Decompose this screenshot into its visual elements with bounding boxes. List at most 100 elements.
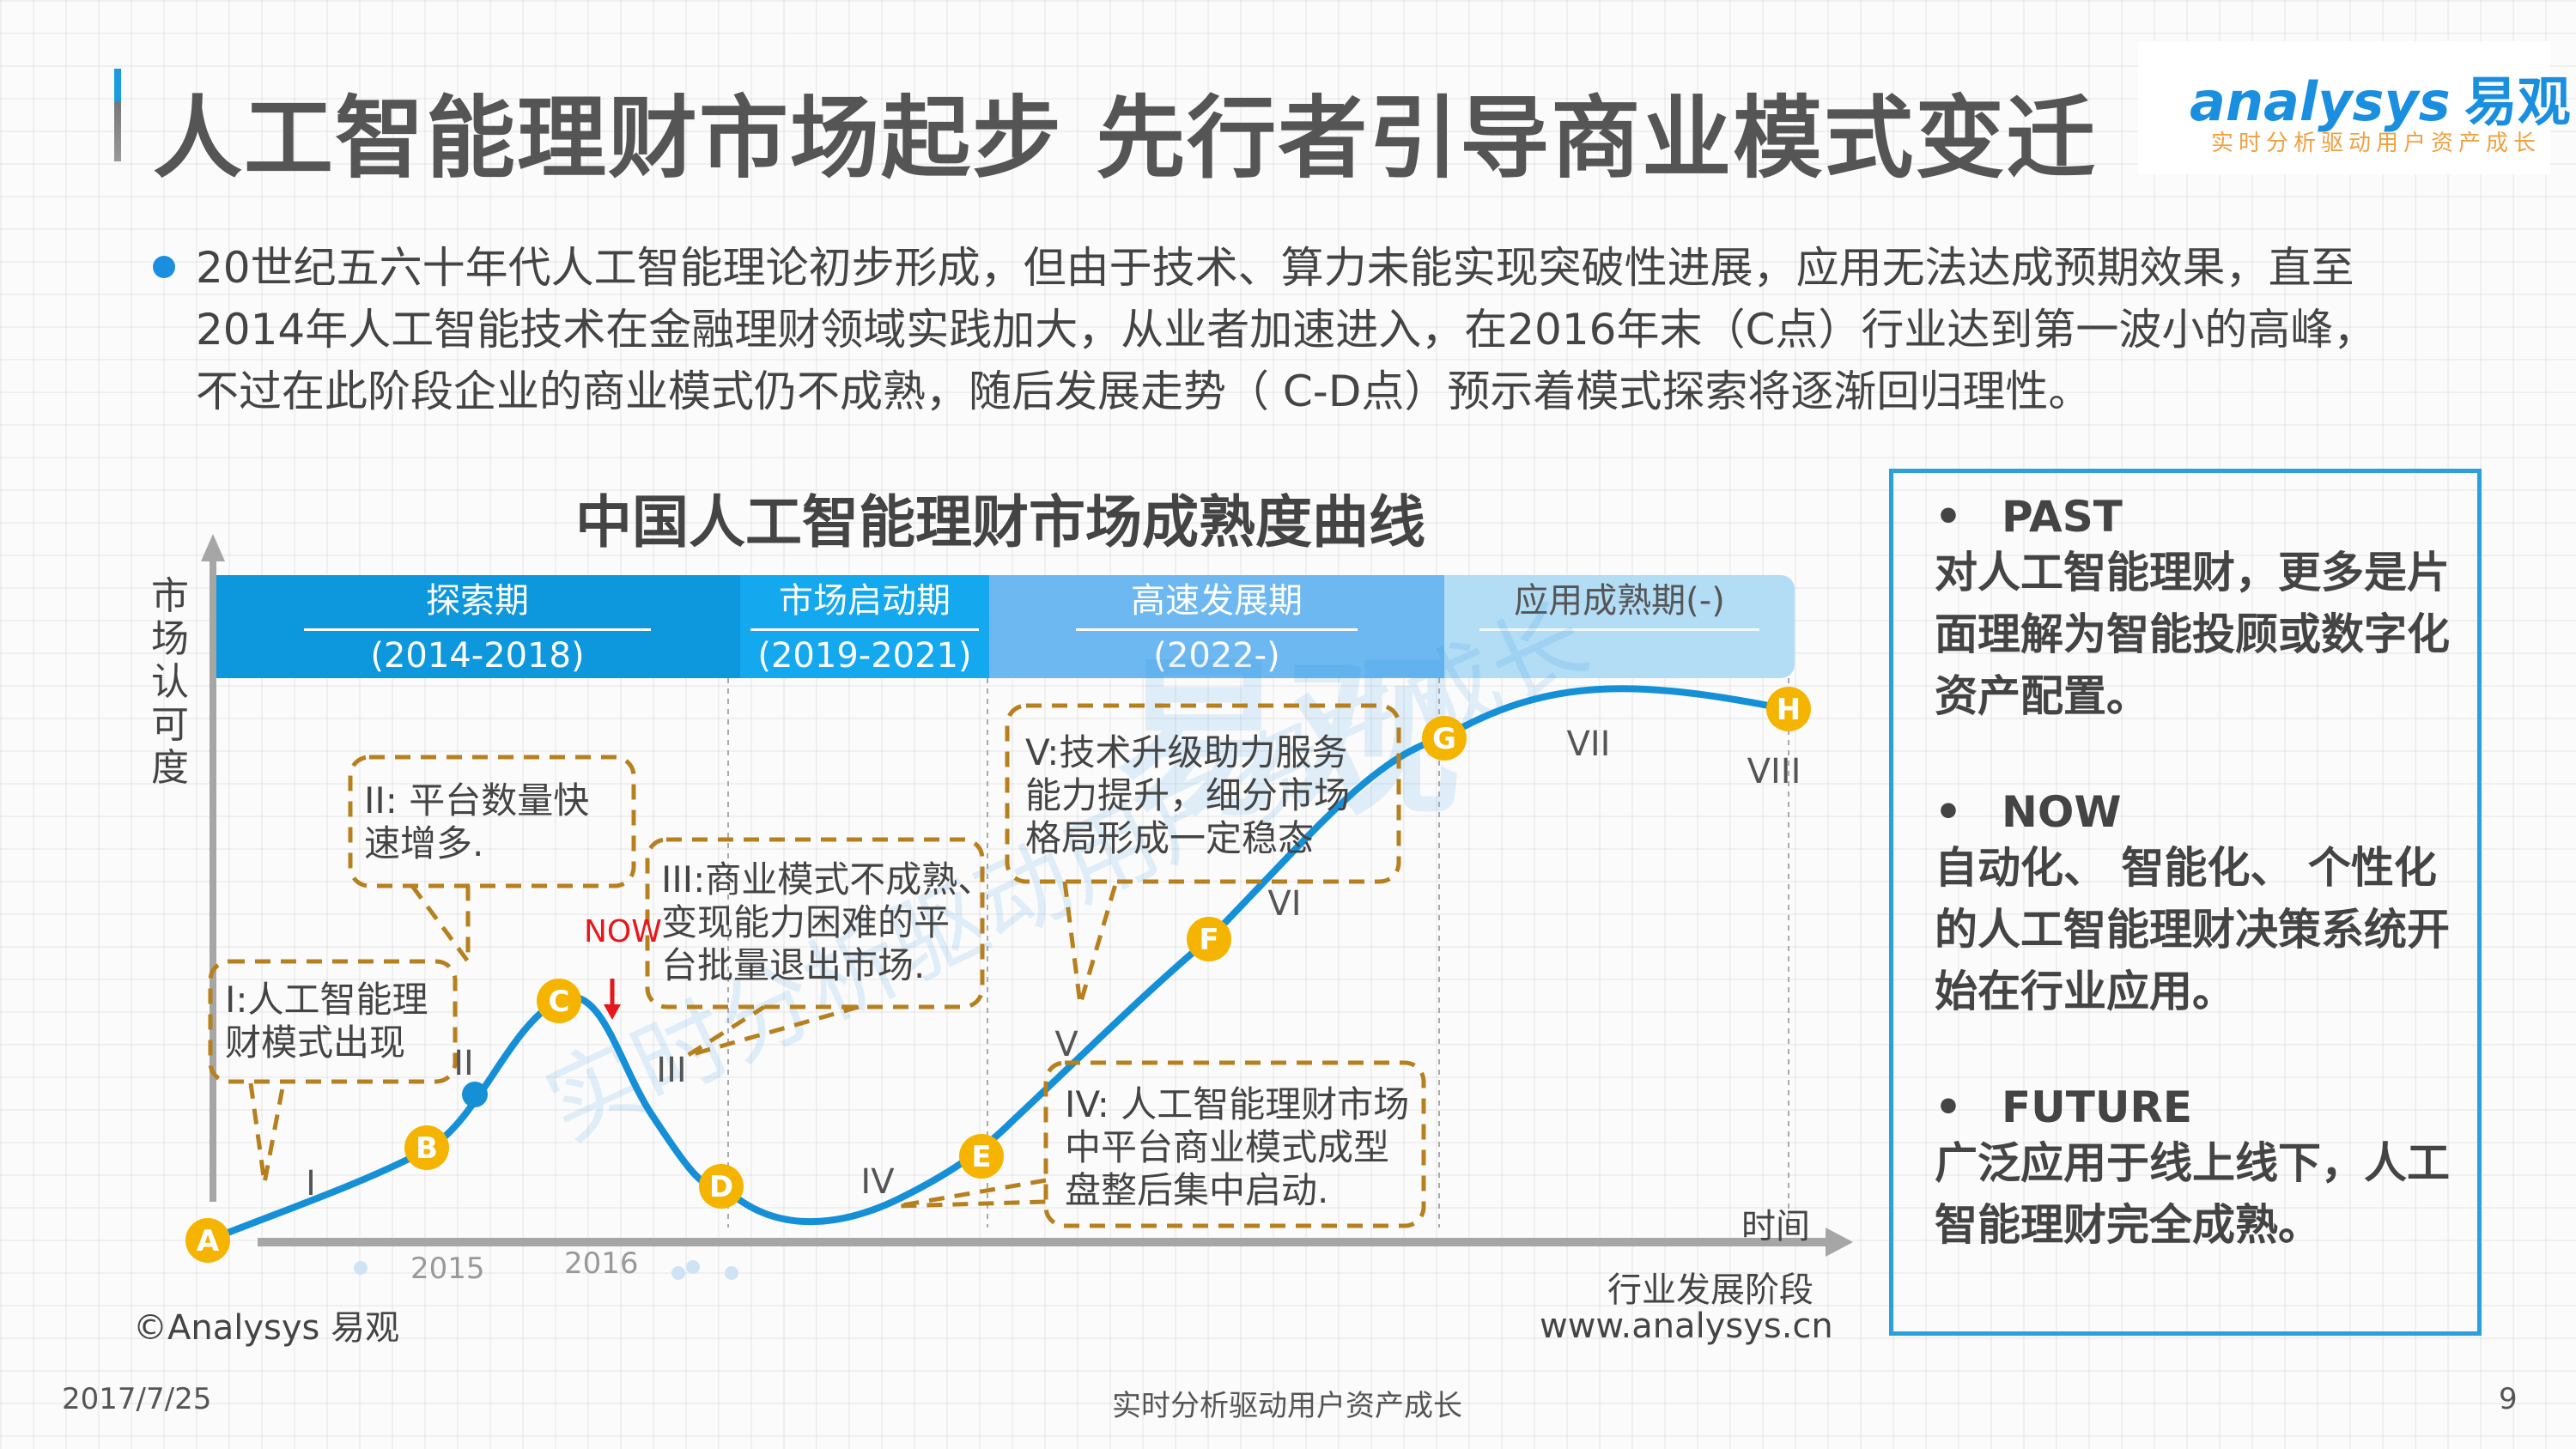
logo-cn: 易观 <box>2464 70 2571 133</box>
callout-line: V:技术升级助力服务 <box>1025 731 1348 773</box>
phase-rapid-growth: 高速发展期 (2022-) <box>989 575 1444 678</box>
year-tick-2015: 2015 <box>410 1252 485 1286</box>
callout-line: 速增多. <box>364 822 484 864</box>
phase-launch: 市场启动期 (2019-2021) <box>740 575 989 678</box>
phase-divider <box>304 628 651 631</box>
callout-I: I:人工智能理 财模式出现 <box>225 979 428 1064</box>
phase-divider <box>750 628 980 631</box>
footer-date: 2017/7/25 <box>62 1382 212 1416</box>
title-accent-bar <box>114 69 121 161</box>
section-text-future: 广泛应用于线上线下，人工智能理财完全成熟。 <box>1935 1138 2450 1250</box>
heading-text: PAST <box>2001 492 2123 542</box>
y-axis-label-char: 度 <box>151 746 189 790</box>
point-F: F <box>1187 917 1231 961</box>
point-B: B <box>404 1125 449 1170</box>
point-E: E <box>959 1134 1004 1179</box>
point-G: G <box>1422 716 1467 761</box>
past-now-future-panel: • PAST 对人工智能理财，更多是片面理解为智能投顾或数字化资产配置。 • NOW… <box>1889 469 2482 1336</box>
callout-line: 盘整后集中启动. <box>1065 1169 1329 1211</box>
point-H: H <box>1766 687 1811 731</box>
y-axis-label-char: 可 <box>151 703 189 747</box>
callout-line: III:商业模式不成熟、 <box>661 858 994 900</box>
svg-text:C: C <box>549 985 570 1019</box>
stage-VIII: VIII <box>1747 752 1801 791</box>
x-axis-sublabel: 行业发展阶段 <box>1607 1270 1814 1310</box>
callout-outlines <box>208 703 1426 1228</box>
svg-text:G: G <box>1432 722 1456 756</box>
curve-marker <box>462 1082 488 1107</box>
callout-line: IV: 人工智能理财市场 <box>1065 1083 1410 1125</box>
svg-text:易观: 易观 <box>1116 640 1460 840</box>
heading-text: NOW <box>2001 787 2122 837</box>
now-arrow-icon <box>604 979 621 1020</box>
page-title: 人工智能理财市场起步 先行者引导商业模式变迁 <box>153 86 2098 191</box>
point-A: A <box>185 1218 230 1263</box>
stage-III: III <box>656 1051 686 1090</box>
stage-V: V <box>1054 1025 1078 1064</box>
phase-name: 应用成熟期(-) <box>1514 581 1725 621</box>
stage-IV: IV <box>860 1162 895 1202</box>
stage-VII: VII <box>1567 724 1611 764</box>
stage-VI: VI <box>1267 884 1301 924</box>
svg-text:F: F <box>1199 923 1218 957</box>
phase-divider <box>1075 628 1358 631</box>
svg-text:H: H <box>1777 693 1801 727</box>
callout-line: II: 平台数量快 <box>364 779 590 822</box>
maturity-curve <box>204 685 1787 1245</box>
callout-line: 台批量退出市场. <box>661 944 926 986</box>
bullet-icon: • <box>1935 787 1962 837</box>
logo-tagline: 实时分析驱动用户资产成长 <box>2211 130 2542 156</box>
logo-prefix: a <box>2190 70 2226 133</box>
y-axis-label-char: 场 <box>151 617 189 661</box>
section-text-now: 自动化、 智能化、 个性化的人工智能理财决策系统开始在行业应用。 <box>1935 843 2450 1016</box>
phase-divider <box>1479 628 1760 631</box>
callout-IV: IV: 人工智能理财市场 中平台商业模式成型 盘整后集中启动. <box>1065 1083 1409 1212</box>
section-heading-past: • PAST <box>1935 492 2477 542</box>
timeline-dots <box>354 1260 738 1280</box>
stage-I: I <box>306 1164 316 1203</box>
svg-text:E: E <box>971 1140 991 1174</box>
bullet-icon: • <box>1935 492 1962 542</box>
callout-line: 变现能力困难的平 <box>661 901 951 943</box>
callout-line: I:人工智能理 <box>225 979 428 1021</box>
callout-line: 格局形成一定稳态 <box>1025 817 1315 859</box>
section-text-past: 对人工智能理财，更多是片面理解为智能投顾或数字化资产配置。 <box>1935 548 2450 721</box>
callout-II: II: 平台数量快 速增多. <box>364 779 589 865</box>
x-axis-label: 时间 <box>1741 1207 1810 1246</box>
phase-years: (2019-2021) <box>757 636 972 676</box>
phase-maturity: 应用成熟期(-) <box>1444 575 1795 678</box>
bullet-dot-icon <box>153 256 175 278</box>
section-heading-future: •FUTURE <box>1935 1082 2477 1132</box>
phase-years: (2022-) <box>1153 636 1280 676</box>
phase-exploration: 探索期 (2014-2018) <box>215 575 740 678</box>
callout-line: 中平台商业模式成型 <box>1065 1126 1390 1168</box>
axes <box>201 534 1853 1257</box>
now-label: NOW <box>584 914 662 949</box>
svg-text:B: B <box>416 1131 438 1166</box>
svg-text:D: D <box>709 1170 733 1204</box>
logo-brand: nalysys <box>2225 70 2451 133</box>
y-axis-label: 市场认可度 <box>144 575 196 790</box>
callout-line: 财模式出现 <box>225 1022 406 1064</box>
year-tick-2016: 2016 <box>564 1246 639 1281</box>
callout-line: 能力提升，细分市场 <box>1025 774 1351 816</box>
phase-years: (2014-2018) <box>370 636 585 676</box>
website-link[interactable]: www.analysys.cn <box>1540 1307 1833 1346</box>
phase-name: 市场启动期 <box>779 581 951 621</box>
section-heading-now: • NOW <box>1935 787 2477 837</box>
stage-II: II <box>453 1044 474 1083</box>
page-number: 9 <box>2499 1382 2518 1416</box>
footer-tagline: 实时分析驱动用户资产成长 <box>1112 1389 1462 1423</box>
y-axis-label-char: 认 <box>151 660 189 704</box>
point-D: D <box>699 1164 744 1209</box>
svg-text:A: A <box>197 1224 220 1258</box>
phase-name: 探索期 <box>426 581 529 621</box>
intro-paragraph: 20世纪五六十年代人工智能理论初步形成，但由于技术、算力未能实现突破性进展，应用… <box>196 243 2377 416</box>
y-axis-label-char: 市 <box>151 574 189 618</box>
phase-name: 高速发展期 <box>1131 581 1303 621</box>
callout-V: V:技术升级助力服务 能力提升，细分市场 格局形成一定稳态 <box>1025 731 1350 860</box>
heading-text: FUTURE <box>2001 1082 2193 1132</box>
